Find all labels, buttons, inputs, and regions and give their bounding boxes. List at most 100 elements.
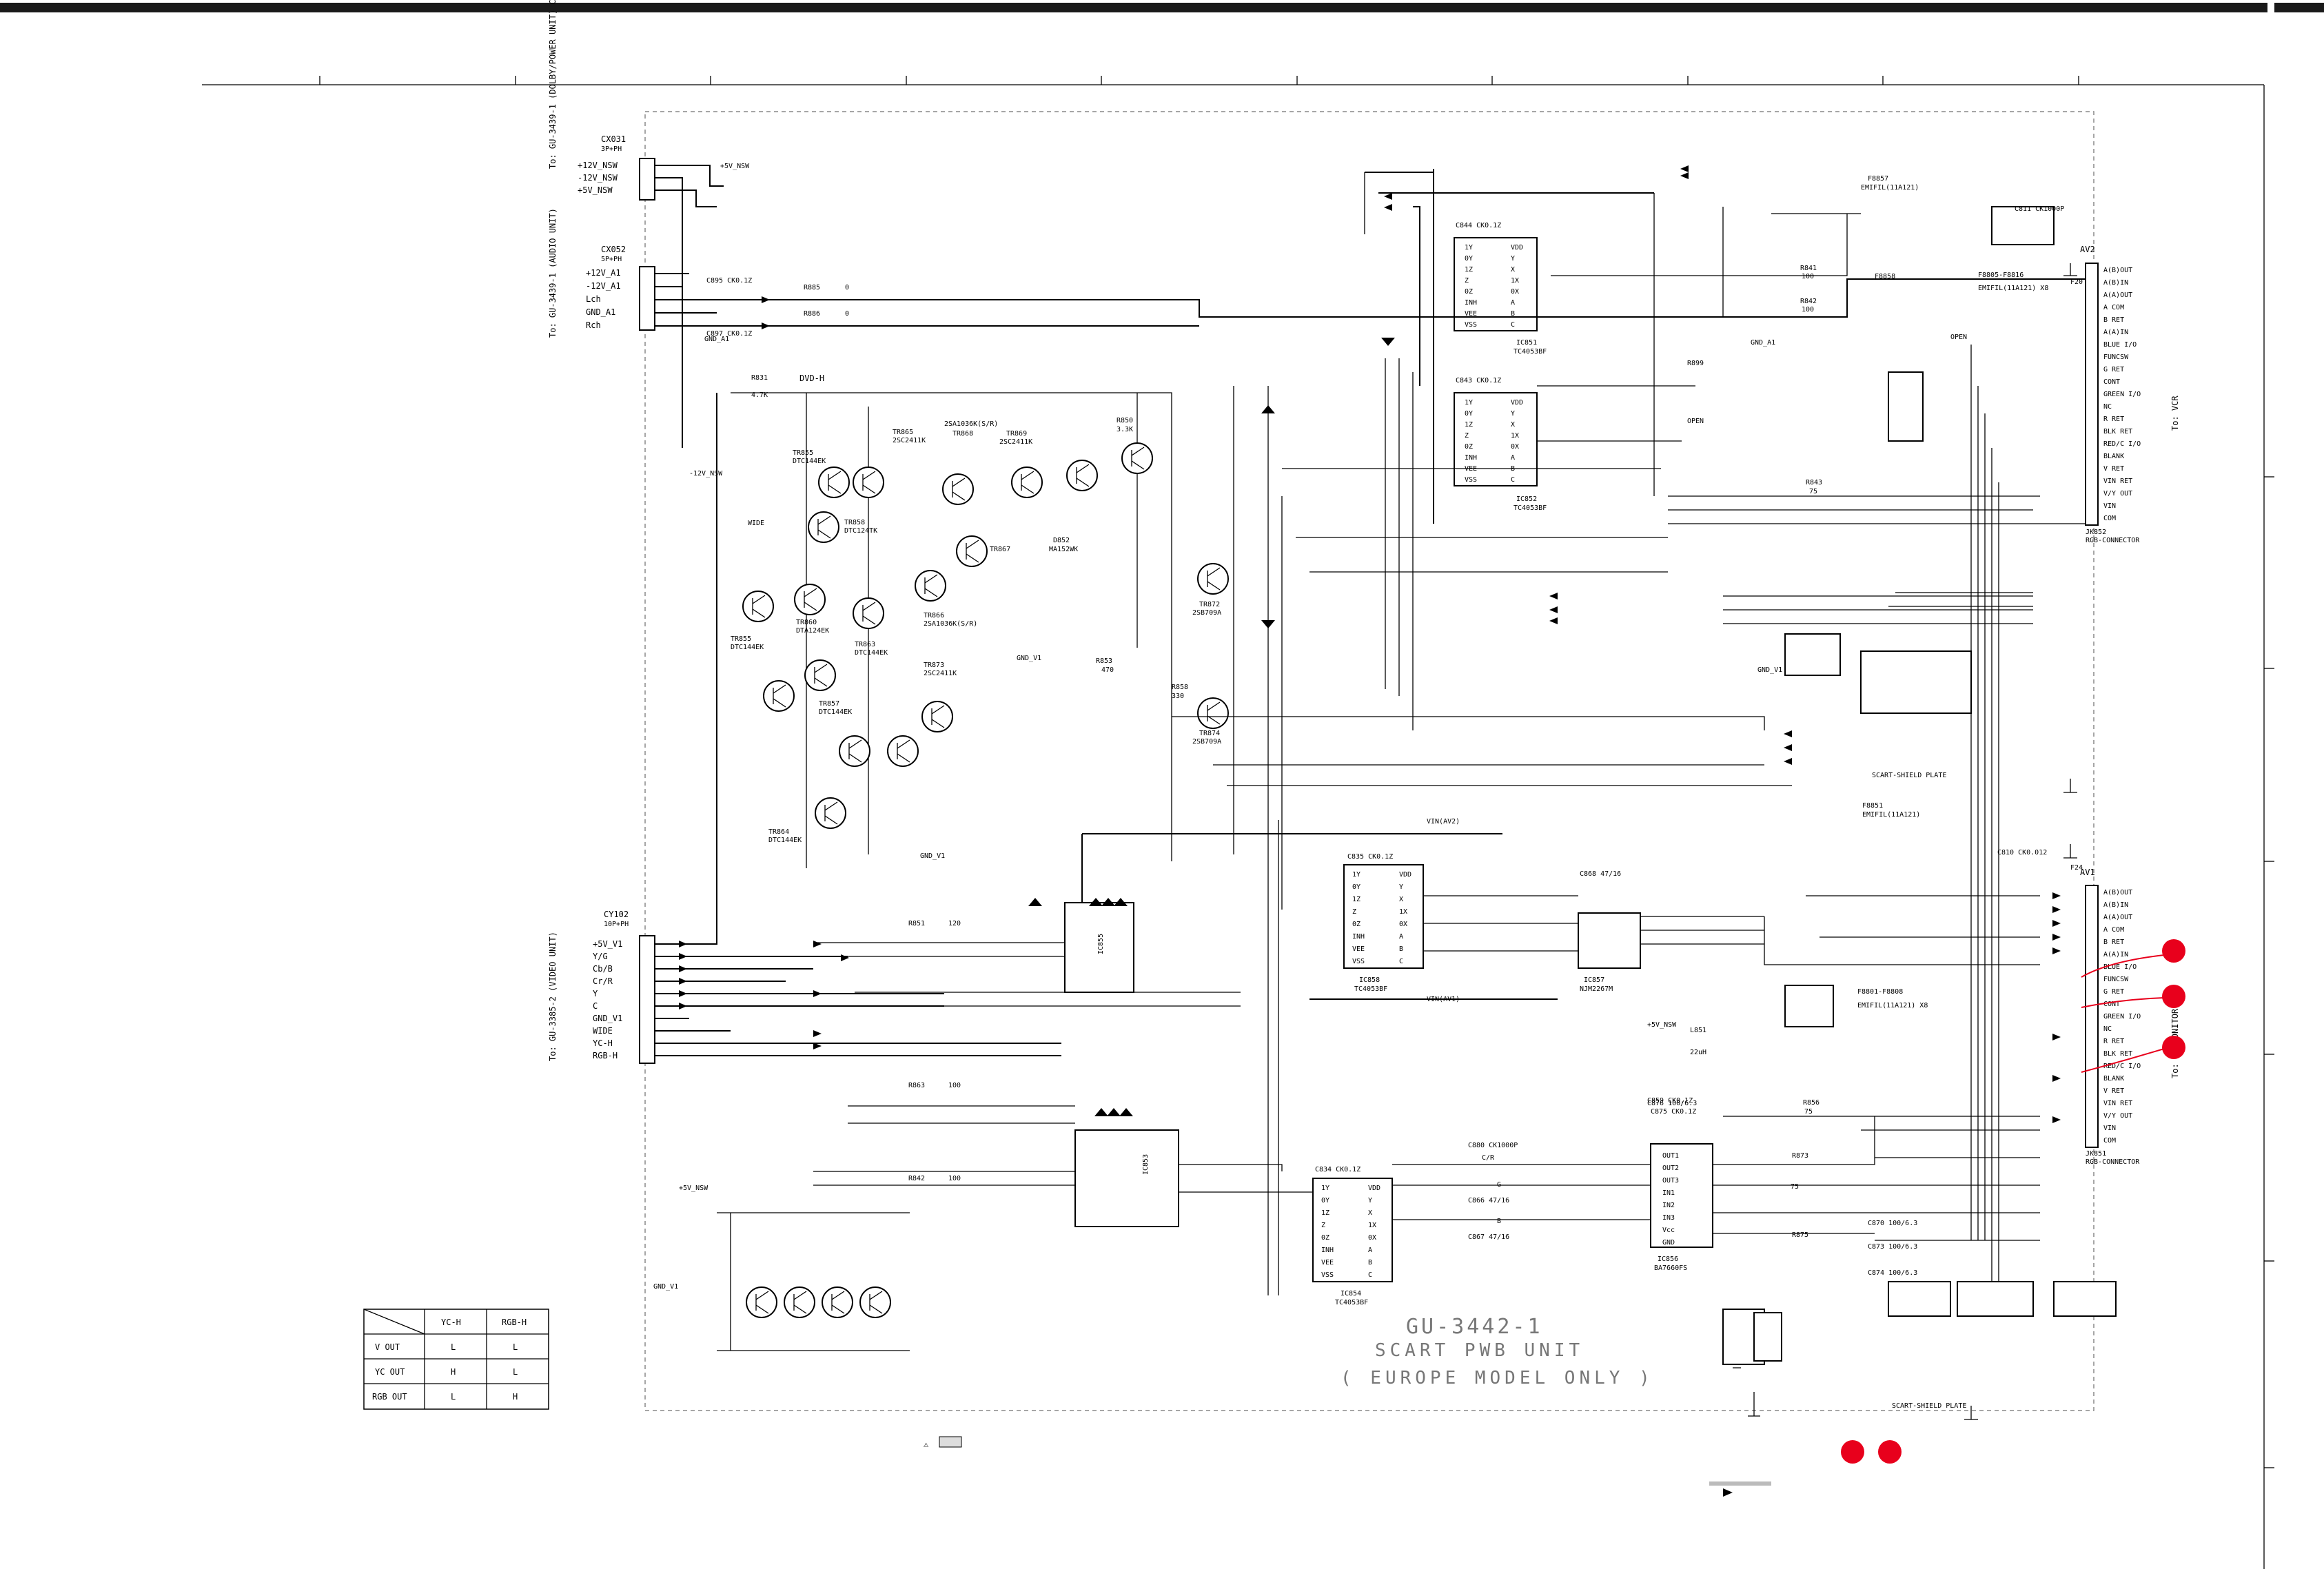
connector-av1: To: TV MONITOR AV1 A(B)OUT A(B)IN A(A)OU… — [1857, 802, 2180, 1166]
ic857: IC857 NJM2267M C868 47/16 — [1578, 870, 1641, 993]
svg-text:EMIFIL(11A121) X8: EMIFIL(11A121) X8 — [1978, 285, 2048, 292]
d852-part: MA152WK — [1049, 546, 1078, 553]
svg-text:0Z: 0Z — [1321, 1234, 1329, 1242]
svg-text:INH: INH — [1321, 1247, 1334, 1254]
cx031-destination: To: GU-3439-1 (DOLBY/POWER UNIT) CX033 — [548, 0, 558, 169]
svg-text:G RET: G RET — [2103, 988, 2124, 996]
svg-text:100: 100 — [1802, 306, 1814, 314]
cy102-type: 10P+PH — [604, 921, 629, 928]
svg-text:Z: Z — [1465, 277, 1469, 285]
svg-text:C834 CK0.1Z: C834 CK0.1Z — [1315, 1166, 1360, 1173]
svg-text:1X: 1X — [1368, 1222, 1376, 1229]
svg-text:V/Y OUT: V/Y OUT — [2103, 490, 2132, 498]
signal-wiring: VIN(AV2) VIN(AV1) — [758, 169, 2117, 1420]
table-cell: L — [513, 1342, 518, 1352]
svg-text:0: 0 — [845, 310, 849, 318]
cx052-pin-4: GND_A1 — [586, 307, 615, 317]
svg-text:G RET: G RET — [2103, 366, 2124, 373]
r892-value: 470 — [1101, 666, 1114, 674]
svg-text:2SC2411K: 2SC2411K — [893, 437, 926, 444]
red-marker-dot — [2162, 939, 2185, 963]
svg-text:DTC144EK: DTC144EK — [819, 708, 852, 716]
svg-text:BLANK: BLANK — [2103, 1075, 2124, 1083]
svg-text:IC857: IC857 — [1584, 976, 1604, 984]
svg-text:2SA1036K(S/R): 2SA1036K(S/R) — [924, 620, 977, 628]
svg-text:EMIFIL(11A121): EMIFIL(11A121) — [1862, 811, 1920, 819]
svg-text:VDD: VDD — [1399, 871, 1411, 879]
svg-text:TR865: TR865 — [893, 429, 913, 436]
svg-text:GREEN I/O: GREEN I/O — [2103, 1013, 2141, 1021]
page-frame — [0, 3, 2324, 1569]
r850-value: 3.3K — [1117, 426, 1133, 433]
svg-text:2SA1036K(S/R): 2SA1036K(S/R) — [944, 420, 998, 428]
svg-text:A(A)OUT: A(A)OUT — [2103, 291, 2132, 299]
svg-text:OUT2: OUT2 — [1662, 1165, 1679, 1172]
svg-text:CONT: CONT — [2103, 378, 2120, 386]
svg-text:DTC144EK: DTC144EK — [768, 837, 802, 844]
misc-labels: R885 0 R886 0 C895 CK0.1Z C897 CK0.1Z R8… — [706, 265, 1967, 1410]
svg-text:DTA124EK: DTA124EK — [796, 627, 829, 635]
cx031-pin-3: +5V_NSW — [578, 185, 613, 195]
svg-text:VIN RET: VIN RET — [2103, 1100, 2132, 1107]
transistor-tr872: TR872 2SB709A — [1192, 563, 1229, 617]
svg-text:100: 100 — [948, 1175, 961, 1182]
svg-text:V/Y OUT: V/Y OUT — [2103, 1112, 2132, 1120]
svg-text:C867 47/16: C867 47/16 — [1468, 1233, 1509, 1241]
table-cell: H — [513, 1392, 518, 1402]
table-cell: L — [451, 1392, 456, 1402]
svg-text:C811 CK1000P: C811 CK1000P — [2015, 205, 2064, 213]
svg-text:0Z: 0Z — [1465, 443, 1473, 451]
svg-text:IC856: IC856 — [1658, 1255, 1678, 1263]
svg-text:L851: L851 — [1690, 1027, 1706, 1034]
cy102-pin-5: Y — [593, 989, 598, 998]
svg-text:DTC144EK: DTC144EK — [855, 649, 888, 657]
ic855: IC855 — [1064, 902, 1134, 993]
cy102-pin-8: WIDE — [593, 1026, 613, 1036]
svg-text:VIN RET: VIN RET — [2103, 478, 2132, 485]
svg-text:GND_A1: GND_A1 — [1751, 339, 1775, 347]
r892-ref: R853 — [1096, 657, 1112, 665]
svg-text:JK852: JK852 — [2086, 529, 2106, 536]
svg-text:C870 100/6.3: C870 100/6.3 — [1868, 1220, 1917, 1227]
ic854: 1Y 0Y 1Z Z 0Z INH VEE VSS VDD Y X 1X 0X … — [1312, 1166, 1393, 1306]
svg-text:A(B)OUT: A(B)OUT — [2103, 889, 2132, 896]
cx052-pin-5: Rch — [586, 320, 601, 330]
svg-text:C895 CK0.1Z: C895 CK0.1Z — [706, 277, 752, 285]
svg-text:GREEN I/O: GREEN I/O — [2103, 391, 2141, 398]
svg-text:INH: INH — [1465, 299, 1477, 307]
svg-text:TR858: TR858 — [844, 519, 865, 526]
net-label-vin-av2: VIN(AV2) — [1427, 818, 1460, 825]
svg-text:1Y: 1Y — [1465, 399, 1473, 407]
svg-text:VDD: VDD — [1511, 399, 1523, 407]
transistor-tr874: TR874 2SB709A — [1192, 697, 1229, 746]
svg-text:C835 CK0.1Z: C835 CK0.1Z — [1347, 853, 1393, 861]
svg-text:R875: R875 — [1792, 1231, 1808, 1239]
svg-text:0Y: 0Y — [1465, 410, 1473, 418]
svg-text:SCART-SHIELD PLATE: SCART-SHIELD PLATE — [1872, 772, 1946, 779]
net-label-plus5v: +5V_NSW — [720, 163, 750, 170]
svg-text:DTC124TK: DTC124TK — [844, 527, 877, 535]
ic851: 1Y 0Y 1Z Z 0Z INH VEE VSS VDD Y X 1X 0X … — [1454, 222, 1547, 356]
svg-text:B: B — [1368, 1259, 1372, 1267]
svg-text:C880 CK1000P: C880 CK1000P — [1468, 1142, 1518, 1149]
svg-text:IC854: IC854 — [1341, 1290, 1361, 1298]
av2-ref: AV2 — [2080, 245, 2095, 254]
svg-text:SCART-SHIELD PLATE: SCART-SHIELD PLATE — [1892, 1402, 1966, 1410]
svg-text:VSS: VSS — [1465, 476, 1477, 484]
svg-text:IC852: IC852 — [1516, 495, 1537, 503]
svg-text:A(B)IN: A(B)IN — [2103, 279, 2128, 287]
red-markers — [1841, 939, 2185, 1464]
r895-value: 330 — [1172, 693, 1184, 700]
svg-text:X: X — [1399, 896, 1403, 903]
connector-cx031: To: GU-3439-1 (DOLBY/POWER UNIT) CX033 C… — [548, 0, 750, 448]
ic856: OUT1 OUT2 OUT3 IN1 IN2 IN3 Vcc GND IC856… — [1647, 1100, 1713, 1272]
table-header-ych: YC-H — [441, 1317, 461, 1327]
svg-text:IC855: IC855 — [1097, 934, 1105, 954]
svg-text:1Y: 1Y — [1465, 244, 1473, 252]
svg-text:0Y: 0Y — [1465, 255, 1473, 263]
transistor-tr861b — [822, 1286, 853, 1318]
svg-text:TR857: TR857 — [819, 700, 839, 708]
svg-text:C: C — [1368, 1271, 1372, 1279]
svg-text:VDD: VDD — [1511, 244, 1523, 252]
